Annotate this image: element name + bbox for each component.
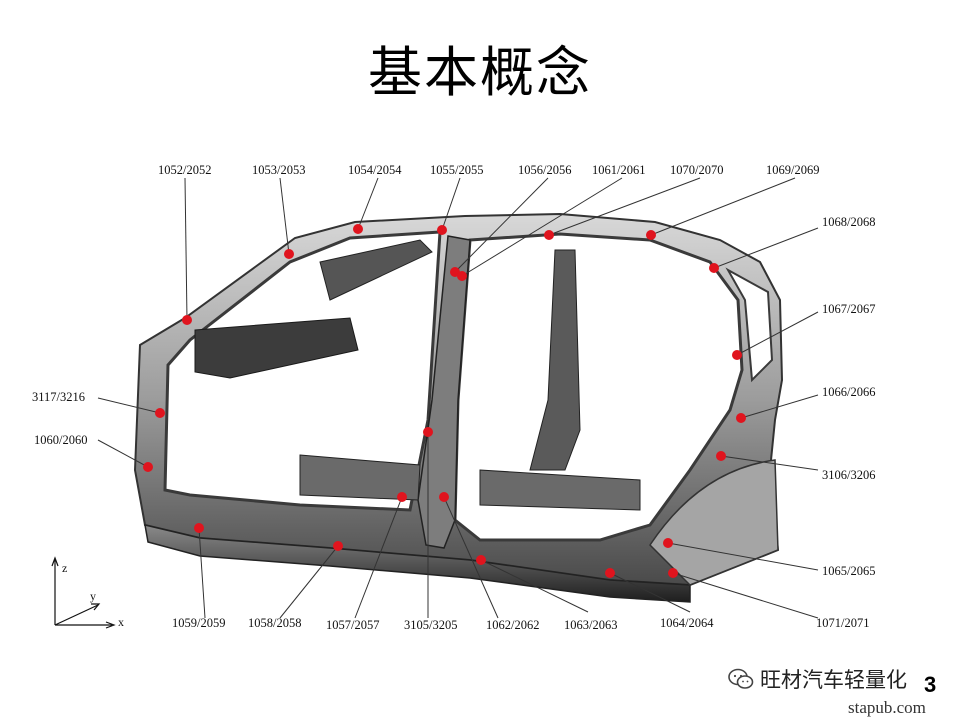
callout-label: 1056/2056 — [518, 163, 571, 177]
marker-1070 — [544, 230, 554, 240]
callout-label: 1060/2060 — [34, 433, 87, 447]
callout-label: 1067/2067 — [822, 302, 875, 316]
marker-1071 — [668, 568, 678, 578]
callout-labels: 1052/2052 1053/2053 1054/2054 1055/2055 … — [32, 163, 875, 632]
slide-number: 3 — [924, 672, 937, 697]
callout-label: 1064/2064 — [660, 616, 714, 630]
callout-label: 1052/2052 — [158, 163, 211, 177]
body-side-frame — [133, 212, 784, 603]
marker-1064 — [605, 568, 615, 578]
leader-lines — [97, 177, 819, 619]
marker-1063 — [476, 555, 486, 565]
watermark: 旺材汽车轻量化 — [728, 664, 907, 694]
marker-1068 — [709, 263, 719, 273]
weld-point-markers — [143, 224, 746, 578]
marker-1058 — [333, 541, 343, 551]
callout-label: 1070/2070 — [670, 163, 723, 177]
marker-1065 — [663, 538, 673, 548]
axis-z-label: z — [62, 561, 67, 575]
callout-label: 1059/2059 — [172, 616, 225, 630]
wechat-icon — [728, 668, 754, 689]
marker-1066 — [736, 413, 746, 423]
callout-label: 1053/2053 — [252, 163, 305, 177]
slide-title: 基本概念 — [368, 41, 592, 104]
callout-label: 1071/2071 — [816, 616, 869, 630]
callout-label: 1058/2058 — [248, 616, 301, 630]
callout-label: 3117/3216 — [32, 390, 85, 404]
marker-3106 — [716, 451, 726, 461]
callout-label: 1065/2065 — [822, 564, 875, 578]
marker-1054 — [353, 224, 363, 234]
marker-1067 — [732, 350, 742, 360]
axis-x-label: x — [118, 615, 124, 629]
marker-1053 — [284, 249, 294, 259]
callout-label: 1066/2066 — [822, 385, 875, 399]
marker-1060 — [143, 462, 153, 472]
axis-y-label: y — [90, 589, 96, 603]
callout-label: 1055/2055 — [430, 163, 483, 177]
marker-1055 — [437, 225, 447, 235]
marker-1062 — [439, 492, 449, 502]
callout-label: 1063/2063 — [564, 618, 617, 632]
marker-1061 — [457, 271, 467, 281]
callout-label: 1057/2057 — [326, 618, 379, 632]
callout-label: 1068/2068 — [822, 215, 875, 229]
marker-1069 — [646, 230, 656, 240]
callout-label: 3105/3205 — [404, 618, 457, 632]
site-url: stapub.com — [848, 698, 926, 717]
marker-1059 — [194, 523, 204, 533]
callout-label: 1062/2062 — [486, 618, 539, 632]
marker-1052 — [182, 315, 192, 325]
coordinate-axes — [51, 556, 116, 629]
marker-3105 — [423, 427, 433, 437]
callout-label: 1069/2069 — [766, 163, 819, 177]
marker-3117 — [155, 408, 165, 418]
watermark-text: 旺材汽车轻量化 — [760, 668, 907, 692]
callout-label: 1061/2061 — [592, 163, 645, 177]
callout-label: 3106/3206 — [822, 468, 875, 482]
marker-1057 — [397, 492, 407, 502]
callout-label: 1054/2054 — [348, 163, 402, 177]
